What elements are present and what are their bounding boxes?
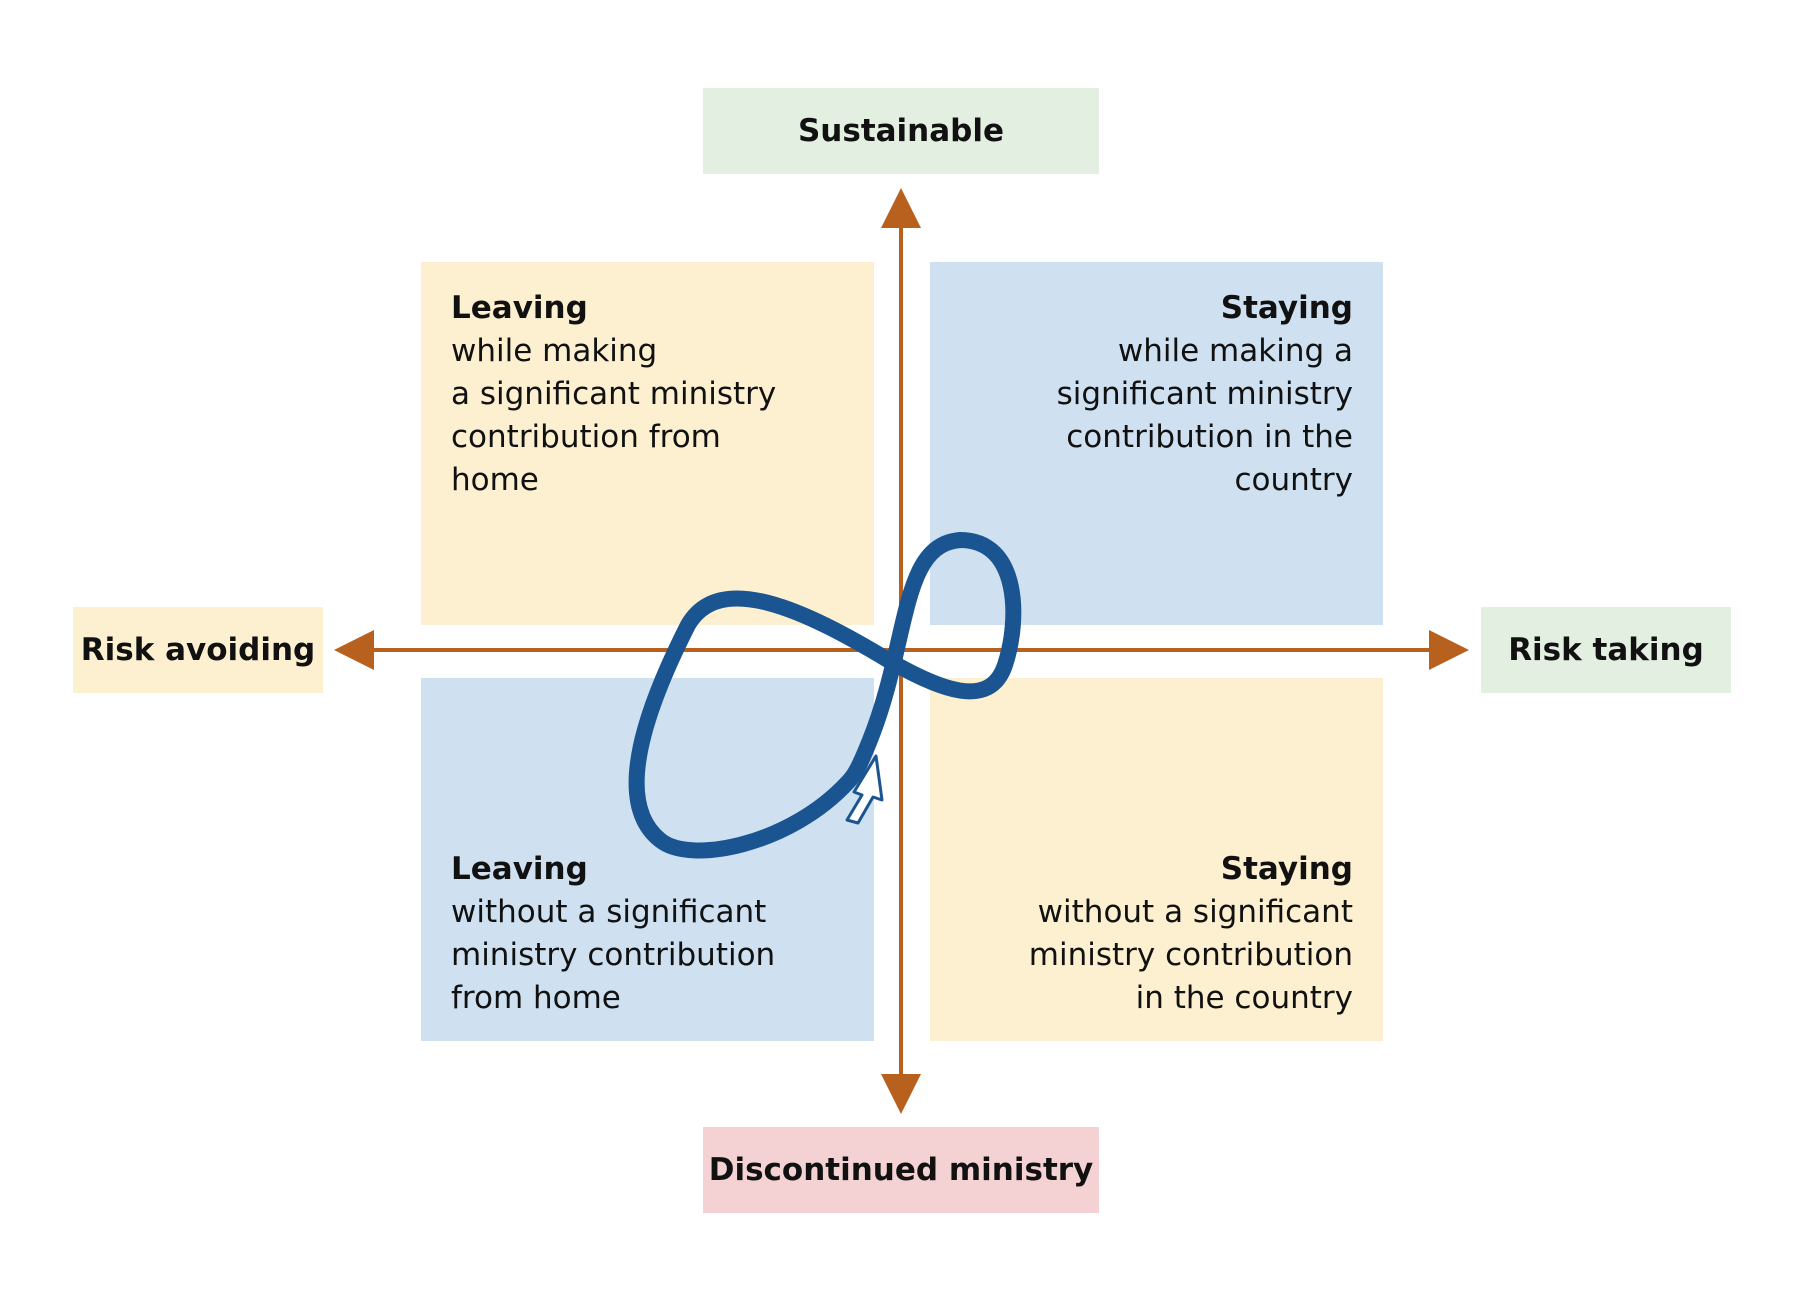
quadrant-text: without a significant ministry contribut… xyxy=(451,894,776,1016)
quadrant-top-left: Leaving while making a significant minis… xyxy=(421,262,874,625)
quadrant-text: without a significant ministry contribut… xyxy=(1028,894,1353,1016)
quadrant-bottom-right: Staying without a significant ministry c… xyxy=(930,678,1383,1041)
quadrant-title: Staying xyxy=(1220,290,1353,326)
axis-label-risk-taking-text: Risk taking xyxy=(1508,632,1704,668)
axis-label-sustainable: Sustainable xyxy=(703,88,1099,174)
infinity-loop xyxy=(628,532,1022,859)
axis-label-risk-avoiding: Risk avoiding xyxy=(73,607,323,693)
quadrant-text: while making a significant ministry cont… xyxy=(1056,333,1353,498)
axis-label-discontinued-text: Discontinued ministry xyxy=(708,1152,1094,1188)
axis-label-discontinued: Discontinued ministry xyxy=(703,1127,1099,1213)
quadrant-title: Leaving xyxy=(451,290,588,326)
quadrant-title: Leaving xyxy=(451,851,588,887)
axis-label-sustainable-text: Sustainable xyxy=(797,113,1005,149)
axis-label-risk-avoiding-text: Risk avoiding xyxy=(80,632,316,668)
quadrant-bottom-left: Leaving without a significant ministry c… xyxy=(421,678,874,1041)
quadrant-text: while making a significant ministry cont… xyxy=(451,333,777,498)
quadrant-title: Staying xyxy=(1220,851,1353,887)
axis-label-risk-taking: Risk taking xyxy=(1481,607,1731,693)
direction-arrow-icon xyxy=(845,754,884,825)
